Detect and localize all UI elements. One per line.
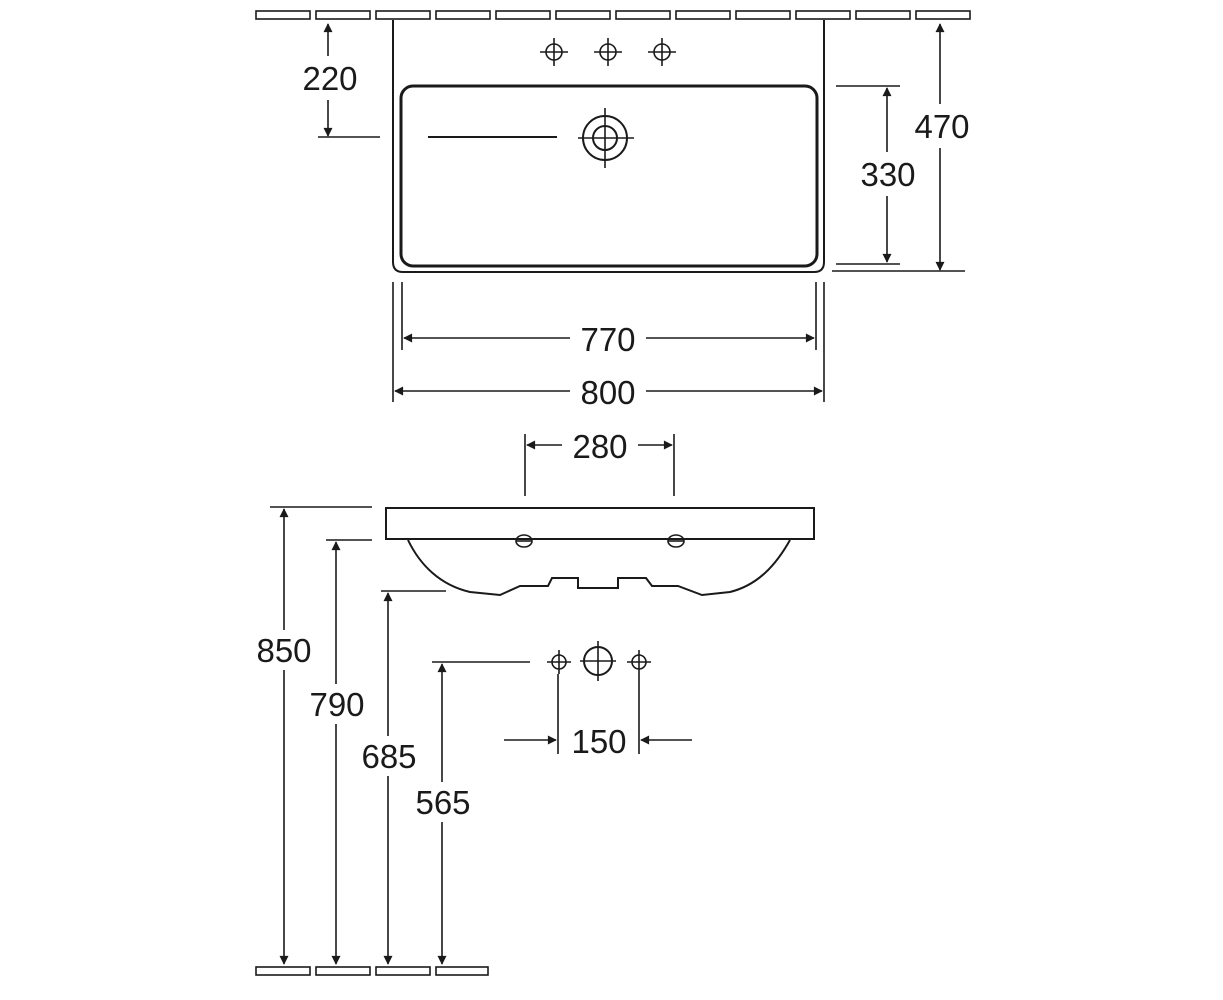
dim-label-685: 685 — [361, 738, 416, 775]
wall-strip-top — [255, 10, 971, 20]
dim-label-470: 470 — [914, 108, 969, 145]
tap-hole-right-icon — [648, 38, 676, 66]
drain-icon — [578, 108, 634, 168]
dim-label-220: 220 — [302, 60, 357, 97]
dim-label-565: 565 — [415, 784, 470, 821]
overflow-hole-right-icon — [667, 534, 685, 548]
dim-label-150: 150 — [571, 723, 626, 760]
tap-hole-center-icon — [594, 38, 622, 66]
dim-label-280: 280 — [572, 428, 627, 465]
basin-bowl-outline — [399, 84, 819, 268]
dim-label-790: 790 — [309, 686, 364, 723]
dim-label-800: 800 — [580, 374, 635, 411]
basin-front-profile — [385, 507, 815, 540]
overflow-hole-left-icon — [515, 534, 533, 548]
dim-label-330: 330 — [860, 156, 915, 193]
basin-outline-top-view — [392, 20, 825, 273]
dim-label-770: 770 — [580, 321, 635, 358]
floor-strip — [255, 966, 489, 976]
tap-hole-left-icon — [540, 38, 568, 66]
fixing-point-right-icon — [627, 650, 651, 674]
dim-label-850: 850 — [256, 632, 311, 669]
waste-connection-icon — [580, 641, 616, 681]
fixing-point-left-icon — [547, 650, 571, 674]
